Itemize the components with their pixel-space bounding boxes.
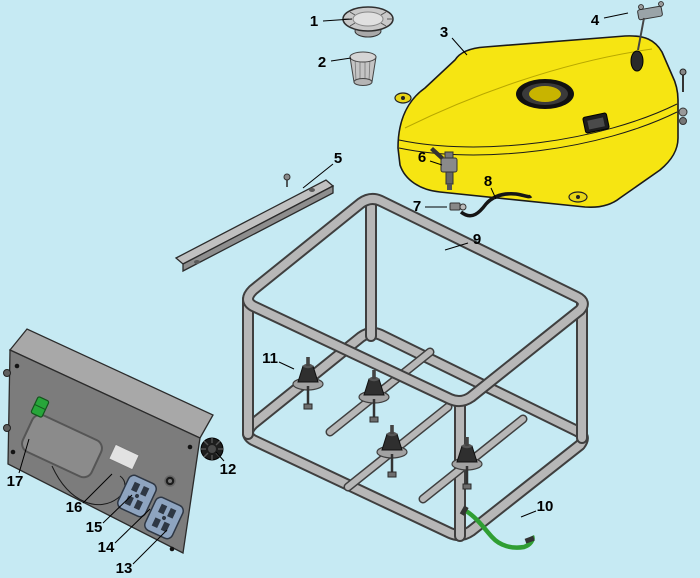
svg-text:2: 2: [318, 54, 326, 71]
callout-6: 6: [418, 149, 443, 166]
tank-feet: [394, 92, 588, 203]
svg-text:8: 8: [484, 173, 492, 190]
callout-7: 7: [413, 198, 447, 215]
panel-edge-bolt: [3, 424, 11, 432]
callout-2: 2: [318, 54, 352, 71]
callout-4: 4: [591, 12, 629, 29]
fuel-tank: [394, 35, 688, 209]
svg-text:4: 4: [591, 12, 600, 29]
svg-text:1: 1: [310, 13, 318, 30]
control-panel: [3, 328, 214, 554]
callout-5: 5: [302, 150, 342, 189]
svg-text:13: 13: [116, 560, 133, 577]
callout-1: 1: [310, 13, 353, 30]
panel-edge-bolt: [3, 369, 11, 377]
filler-neck: [516, 79, 574, 109]
callout-17: 17: [7, 438, 30, 490]
svg-text:12: 12: [220, 461, 237, 478]
circuit-breaker: [164, 475, 176, 487]
panel-wire: [51, 465, 126, 506]
panel-knob: [200, 437, 224, 461]
fuel-line: [459, 192, 533, 218]
drain-hose: [459, 505, 535, 550]
callout-8: 8: [484, 173, 497, 200]
callout-10: 10: [520, 498, 554, 518]
svg-text:9: 9: [473, 231, 481, 248]
panel-label-plate: [108, 443, 140, 471]
callout-9: 9: [444, 231, 481, 251]
tank-fasteners: [678, 68, 688, 125]
power-switch: [30, 396, 50, 418]
svg-text:15: 15: [86, 519, 103, 536]
fuel-fitting: [449, 202, 467, 211]
svg-text:6: 6: [418, 149, 426, 166]
fuel-gauge-assembly: [630, 1, 664, 72]
support-bracket: [174, 173, 335, 273]
svg-text:10: 10: [537, 498, 554, 515]
callout-12: 12: [215, 451, 237, 478]
fuel-filter: [349, 51, 377, 86]
fuel-meter-window: [582, 112, 610, 134]
svg-text:14: 14: [98, 539, 115, 556]
fuel-valve: [430, 147, 458, 190]
svg-text:17: 17: [7, 473, 24, 490]
svg-text:11: 11: [262, 350, 278, 367]
svg-text:5: 5: [334, 150, 342, 167]
fuel-cap: [342, 6, 394, 38]
float: [630, 50, 644, 72]
callout-14: 14: [98, 508, 151, 556]
svg-text:16: 16: [66, 499, 83, 516]
callout-16: 16: [66, 473, 113, 516]
callout-3: 3: [440, 24, 468, 56]
bracket-screw: [283, 173, 291, 181]
svg-text:7: 7: [413, 198, 421, 215]
callout-15: 15: [86, 494, 133, 536]
callout-13: 13: [116, 529, 168, 577]
svg-text:3: 3: [440, 24, 448, 41]
callout-11: 11: [262, 350, 295, 370]
panel-recess: [21, 413, 103, 479]
panel-screws: [10, 363, 193, 552]
